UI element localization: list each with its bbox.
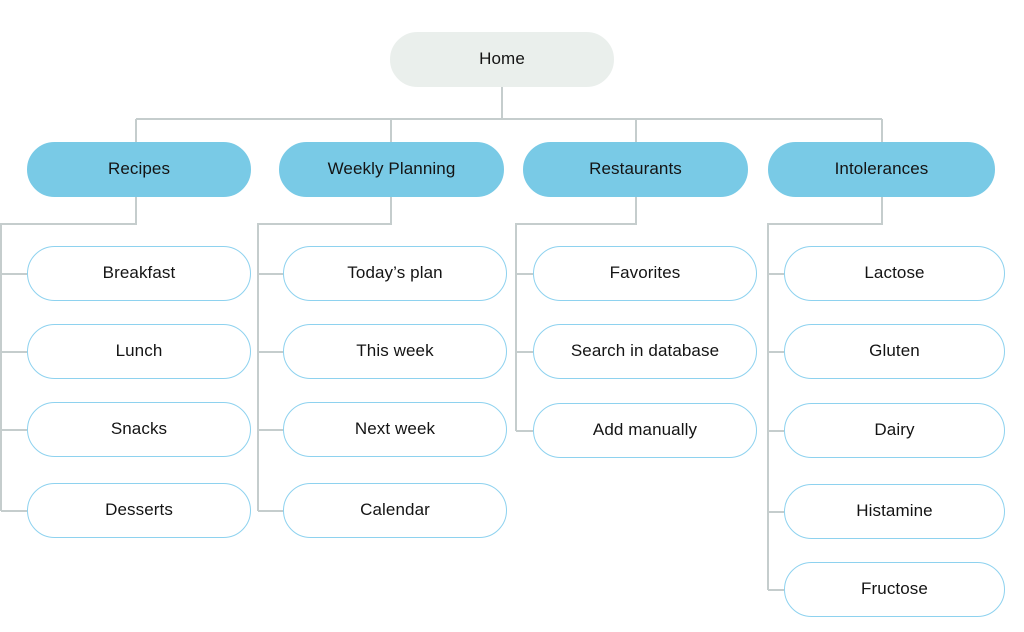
node-search-in-database[interactable]: Search in database [533, 324, 757, 379]
node-desserts-label: Desserts [105, 500, 173, 520]
node-weekly-planning[interactable]: Weekly Planning [279, 142, 504, 197]
node-weekly-planning-label: Weekly Planning [327, 159, 456, 179]
node-snacks[interactable]: Snacks [27, 402, 251, 457]
node-lunch-label: Lunch [115, 341, 163, 361]
node-gluten[interactable]: Gluten [784, 324, 1005, 379]
node-dairy-label: Dairy [874, 420, 915, 440]
node-histamine-label: Histamine [856, 501, 933, 521]
node-home[interactable]: Home [390, 32, 614, 87]
node-recipes[interactable]: Recipes [27, 142, 251, 197]
node-calendar[interactable]: Calendar [283, 483, 507, 538]
node-lunch[interactable]: Lunch [27, 324, 251, 379]
node-fructose[interactable]: Fructose [784, 562, 1005, 617]
node-restaurants[interactable]: Restaurants [523, 142, 748, 197]
node-add-manually-label: Add manually [592, 420, 698, 440]
node-next-week[interactable]: Next week [283, 402, 507, 457]
node-desserts[interactable]: Desserts [27, 483, 251, 538]
node-todays-plan-label: Today’s plan [347, 263, 443, 283]
node-dairy[interactable]: Dairy [784, 403, 1005, 458]
node-todays-plan[interactable]: Today’s plan [283, 246, 507, 301]
node-lactose[interactable]: Lactose [784, 246, 1005, 301]
node-this-week[interactable]: This week [283, 324, 507, 379]
node-favorites-label: Favorites [609, 263, 681, 283]
node-snacks-label: Snacks [110, 419, 168, 439]
node-fructose-label: Fructose [861, 579, 928, 599]
node-intolerances-label: Intolerances [834, 159, 929, 179]
node-lactose-label: Lactose [864, 263, 925, 283]
connector-trunk-restaurants [515, 196, 637, 431]
node-calendar-label: Calendar [360, 500, 430, 520]
node-this-week-label: This week [356, 341, 434, 361]
node-histamine[interactable]: Histamine [784, 484, 1005, 539]
node-restaurants-label: Restaurants [589, 159, 682, 179]
node-home-label: Home [479, 49, 525, 69]
node-breakfast[interactable]: Breakfast [27, 246, 251, 301]
node-search-in-database-label: Search in database [570, 341, 720, 361]
node-recipes-label: Recipes [107, 159, 171, 179]
node-favorites[interactable]: Favorites [533, 246, 757, 301]
node-next-week-label: Next week [354, 419, 436, 439]
node-add-manually[interactable]: Add manually [533, 403, 757, 458]
node-gluten-label: Gluten [869, 341, 920, 361]
node-breakfast-label: Breakfast [102, 263, 176, 283]
node-intolerances[interactable]: Intolerances [768, 142, 995, 197]
